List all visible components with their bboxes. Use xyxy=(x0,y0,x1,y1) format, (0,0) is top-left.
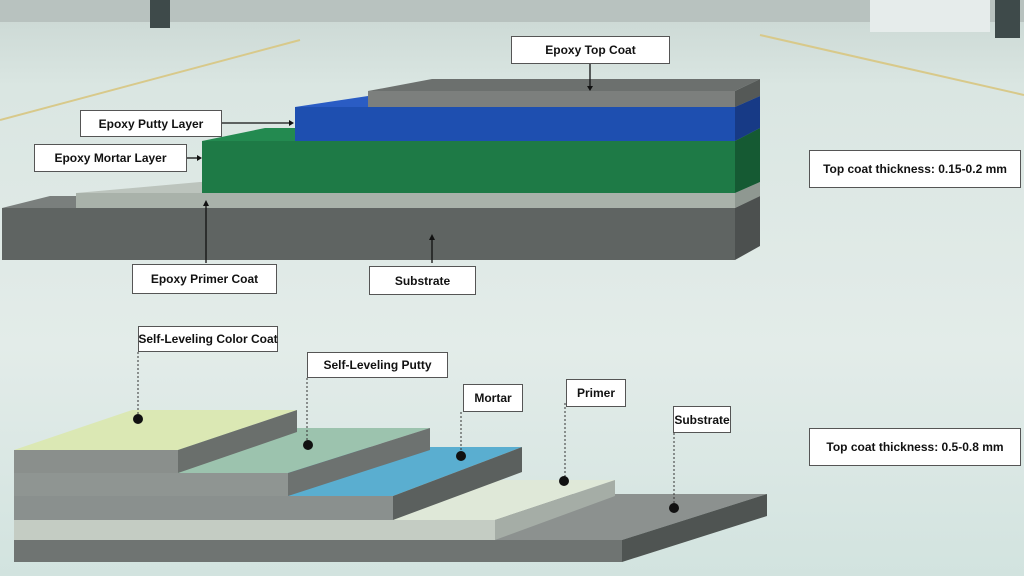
epoxy-layers-illustration xyxy=(2,79,760,260)
epoxy-top-coat-label: Epoxy Top Coat xyxy=(511,36,670,64)
epoxy-putty-layer-label: Epoxy Putty Layer xyxy=(80,110,222,137)
epoxy-primer-coat-label: Epoxy Primer Coat xyxy=(132,264,277,294)
epoxy-mortar-layer-label: Epoxy Mortar Layer xyxy=(34,144,187,172)
self-leveling-substrate-label: Substrate xyxy=(673,406,731,433)
epoxy-thickness-note: Top coat thickness: 0.15-0.2 mm xyxy=(809,150,1021,188)
mortar-label: Mortar xyxy=(463,384,523,412)
self-leveling-color-coat-label: Self-Leveling Color Coat xyxy=(138,326,278,352)
epoxy-substrate-label: Substrate xyxy=(369,266,476,295)
epoxy-leader-arrows xyxy=(187,64,593,263)
self-leveling-marker-dots xyxy=(133,414,679,513)
self-leveling-thickness-note: Top coat thickness: 0.5-0.8 mm xyxy=(809,428,1021,466)
self-leveling-color-coat-layer xyxy=(14,410,297,473)
epoxy-top-coat-layer xyxy=(368,79,760,107)
primer-label: Primer xyxy=(566,379,626,407)
self-leveling-putty-label: Self-Leveling Putty xyxy=(307,352,448,378)
self-leveling-leader-lines xyxy=(137,352,675,508)
self-leveling-layers-illustration xyxy=(14,410,767,562)
